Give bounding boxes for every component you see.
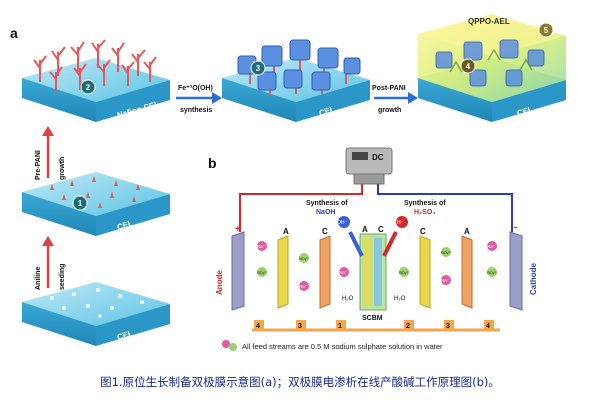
step-growth-line1: Pre-PANI xyxy=(35,150,42,180)
badge-3-text: 3 xyxy=(256,64,261,73)
flow-number-5: 3 xyxy=(446,323,450,330)
cathode-electrode xyxy=(509,231,523,311)
badge-5 xyxy=(538,22,554,38)
membranes xyxy=(277,233,473,311)
water-left: H₂O xyxy=(342,296,354,302)
na-ion-left-1: Na⁺ xyxy=(257,244,266,249)
pani-seeds-small xyxy=(50,176,140,208)
naoh-formula: NaOH xyxy=(316,209,335,216)
scbm-membrane xyxy=(359,233,387,311)
dc-label: DC xyxy=(372,153,384,162)
h-flow-arrow xyxy=(382,231,398,257)
ions-right: SO₄²⁻ Na⁺ Na⁺ SO₄²⁻ SO₄²⁻ xyxy=(399,241,498,285)
slab-pre-pani-cel: CEL xyxy=(22,172,170,236)
badge-3 xyxy=(250,60,266,76)
panel-b-label: b xyxy=(208,155,217,171)
anode-electrode xyxy=(231,231,245,311)
so4-ion-right-3: SO₄²⁻ xyxy=(399,270,410,275)
membrane-label-c-mid: C xyxy=(378,225,384,234)
anode-label: Anode xyxy=(215,270,224,295)
feooh-cubes xyxy=(237,39,361,91)
step-growth-line2: growth xyxy=(59,157,66,180)
na-ion-right-2: Na⁺ xyxy=(487,244,496,249)
dc-power-supply: DC xyxy=(345,147,393,185)
membrane-c-left xyxy=(319,235,331,309)
so4-ion-right-2: SO₄²⁻ xyxy=(487,270,498,275)
pani-branches-dense xyxy=(33,39,157,92)
so4-ion-right-1: SO₄²⁻ xyxy=(441,250,452,255)
feed-note: All feed streams are 0.5 M sodium sulpha… xyxy=(242,342,443,351)
membrane-a-right xyxy=(461,235,473,309)
step-seeding-line1: Aniline xyxy=(35,267,42,290)
slab-label-cel-5: CEL xyxy=(516,105,534,118)
figure-caption: 图1.原位生长制备双极膜示意图(a)；双极膜电渗析在线产酸碱工作原理图(b)。 xyxy=(100,375,500,389)
badge-2-text: 2 xyxy=(86,83,91,92)
flow-number-1: 4 xyxy=(256,323,260,330)
na-ion-left-3: Na⁺ xyxy=(339,270,348,275)
h2so4-formula: H₂SO₄ xyxy=(414,209,436,216)
na-ion-right-1: Na⁺ xyxy=(441,278,450,283)
arrow-post-pani-growth: Post-PANI growth xyxy=(372,85,418,114)
badge-1 xyxy=(72,195,88,211)
badge-2 xyxy=(80,79,96,95)
badge-4 xyxy=(460,58,476,74)
step-synthesis-line2: synthesis xyxy=(180,107,212,114)
cathode-wire xyxy=(377,184,513,232)
cathode-label: Cathode xyxy=(529,262,538,295)
step-synthesis-line1: Fe⁺³O(OH) xyxy=(178,85,213,92)
ions-left: Na⁺ SO₄²⁻ SO₄²⁻ Na⁺ Na⁺ xyxy=(257,241,349,291)
step-postgrowth-line2: growth xyxy=(378,107,401,114)
flow-number-2: 3 xyxy=(298,323,302,330)
flow-number-6: 4 xyxy=(486,323,490,330)
scbm-label: SCBM xyxy=(362,315,383,322)
slab-label-cel-3: CEL xyxy=(318,105,336,118)
aniline-molecules xyxy=(50,288,144,318)
membrane-label-c-left: C xyxy=(322,227,328,236)
panel-a-label: a xyxy=(10,25,18,41)
step-seeding-line2: seeding xyxy=(59,264,66,290)
h-ion-label: H⁺ xyxy=(397,220,404,226)
slab-label-cel-2: CEL xyxy=(116,219,134,232)
badge-5-text: 5 xyxy=(544,26,549,35)
step-postgrowth-line1: Post-PANI xyxy=(372,85,406,92)
membrane-a-left xyxy=(277,235,289,309)
badge-4-text: 4 xyxy=(466,62,471,71)
membrane-label-a-mid: A xyxy=(362,225,368,234)
membrane-label-a-left: A xyxy=(283,227,289,236)
membrane-label-a-right: A xyxy=(464,227,470,236)
so4-ion-left-2: SO₄²⁻ xyxy=(299,256,310,261)
na-ion-left-2: Na⁺ xyxy=(299,284,308,289)
so4-ion-left-1: SO₄²⁻ xyxy=(257,270,268,275)
membrane-c-right xyxy=(419,235,431,309)
badge-1-text: 1 xyxy=(78,199,83,208)
slab-nafion-cel: Nafion-CEL xyxy=(22,39,170,122)
flow-number-3: 1 xyxy=(338,323,342,330)
anode-plus: + xyxy=(235,224,241,235)
anode-wire xyxy=(239,184,363,232)
h-ion xyxy=(396,216,408,228)
membrane-label-c-right: C xyxy=(420,227,426,236)
arrow-feooh-synthesis: Fe⁺³O(OH) synthesis xyxy=(176,85,222,114)
oh-ion xyxy=(338,216,350,228)
qppo-label: QPPO-AEL xyxy=(468,17,510,26)
feed-flow-boxes xyxy=(254,320,494,330)
arrow-pre-pani-growth: Pre-PANI growth xyxy=(35,126,66,180)
naoh-title: Synthesis of xyxy=(306,200,348,207)
oh-flow-arrow xyxy=(348,231,364,257)
slab-qppo-cel: QPPO-AEL CEL xyxy=(418,14,566,122)
arrow-aniline-seeding: Aniline seeding xyxy=(35,236,66,290)
feed-legend-icon xyxy=(222,340,237,351)
water-right: H₂O xyxy=(394,296,406,302)
slab-feooh-cel: CEL xyxy=(222,39,370,122)
oh-ion-label: OH⁻ xyxy=(337,220,348,226)
h2so4-title: Synthesis of xyxy=(404,200,446,207)
cathode-minus: - xyxy=(514,222,517,233)
slab-aniline-cel: CEL xyxy=(22,282,170,346)
slab-label-cel-1: CEL xyxy=(116,329,134,342)
flow-number-4: 2 xyxy=(406,323,410,330)
